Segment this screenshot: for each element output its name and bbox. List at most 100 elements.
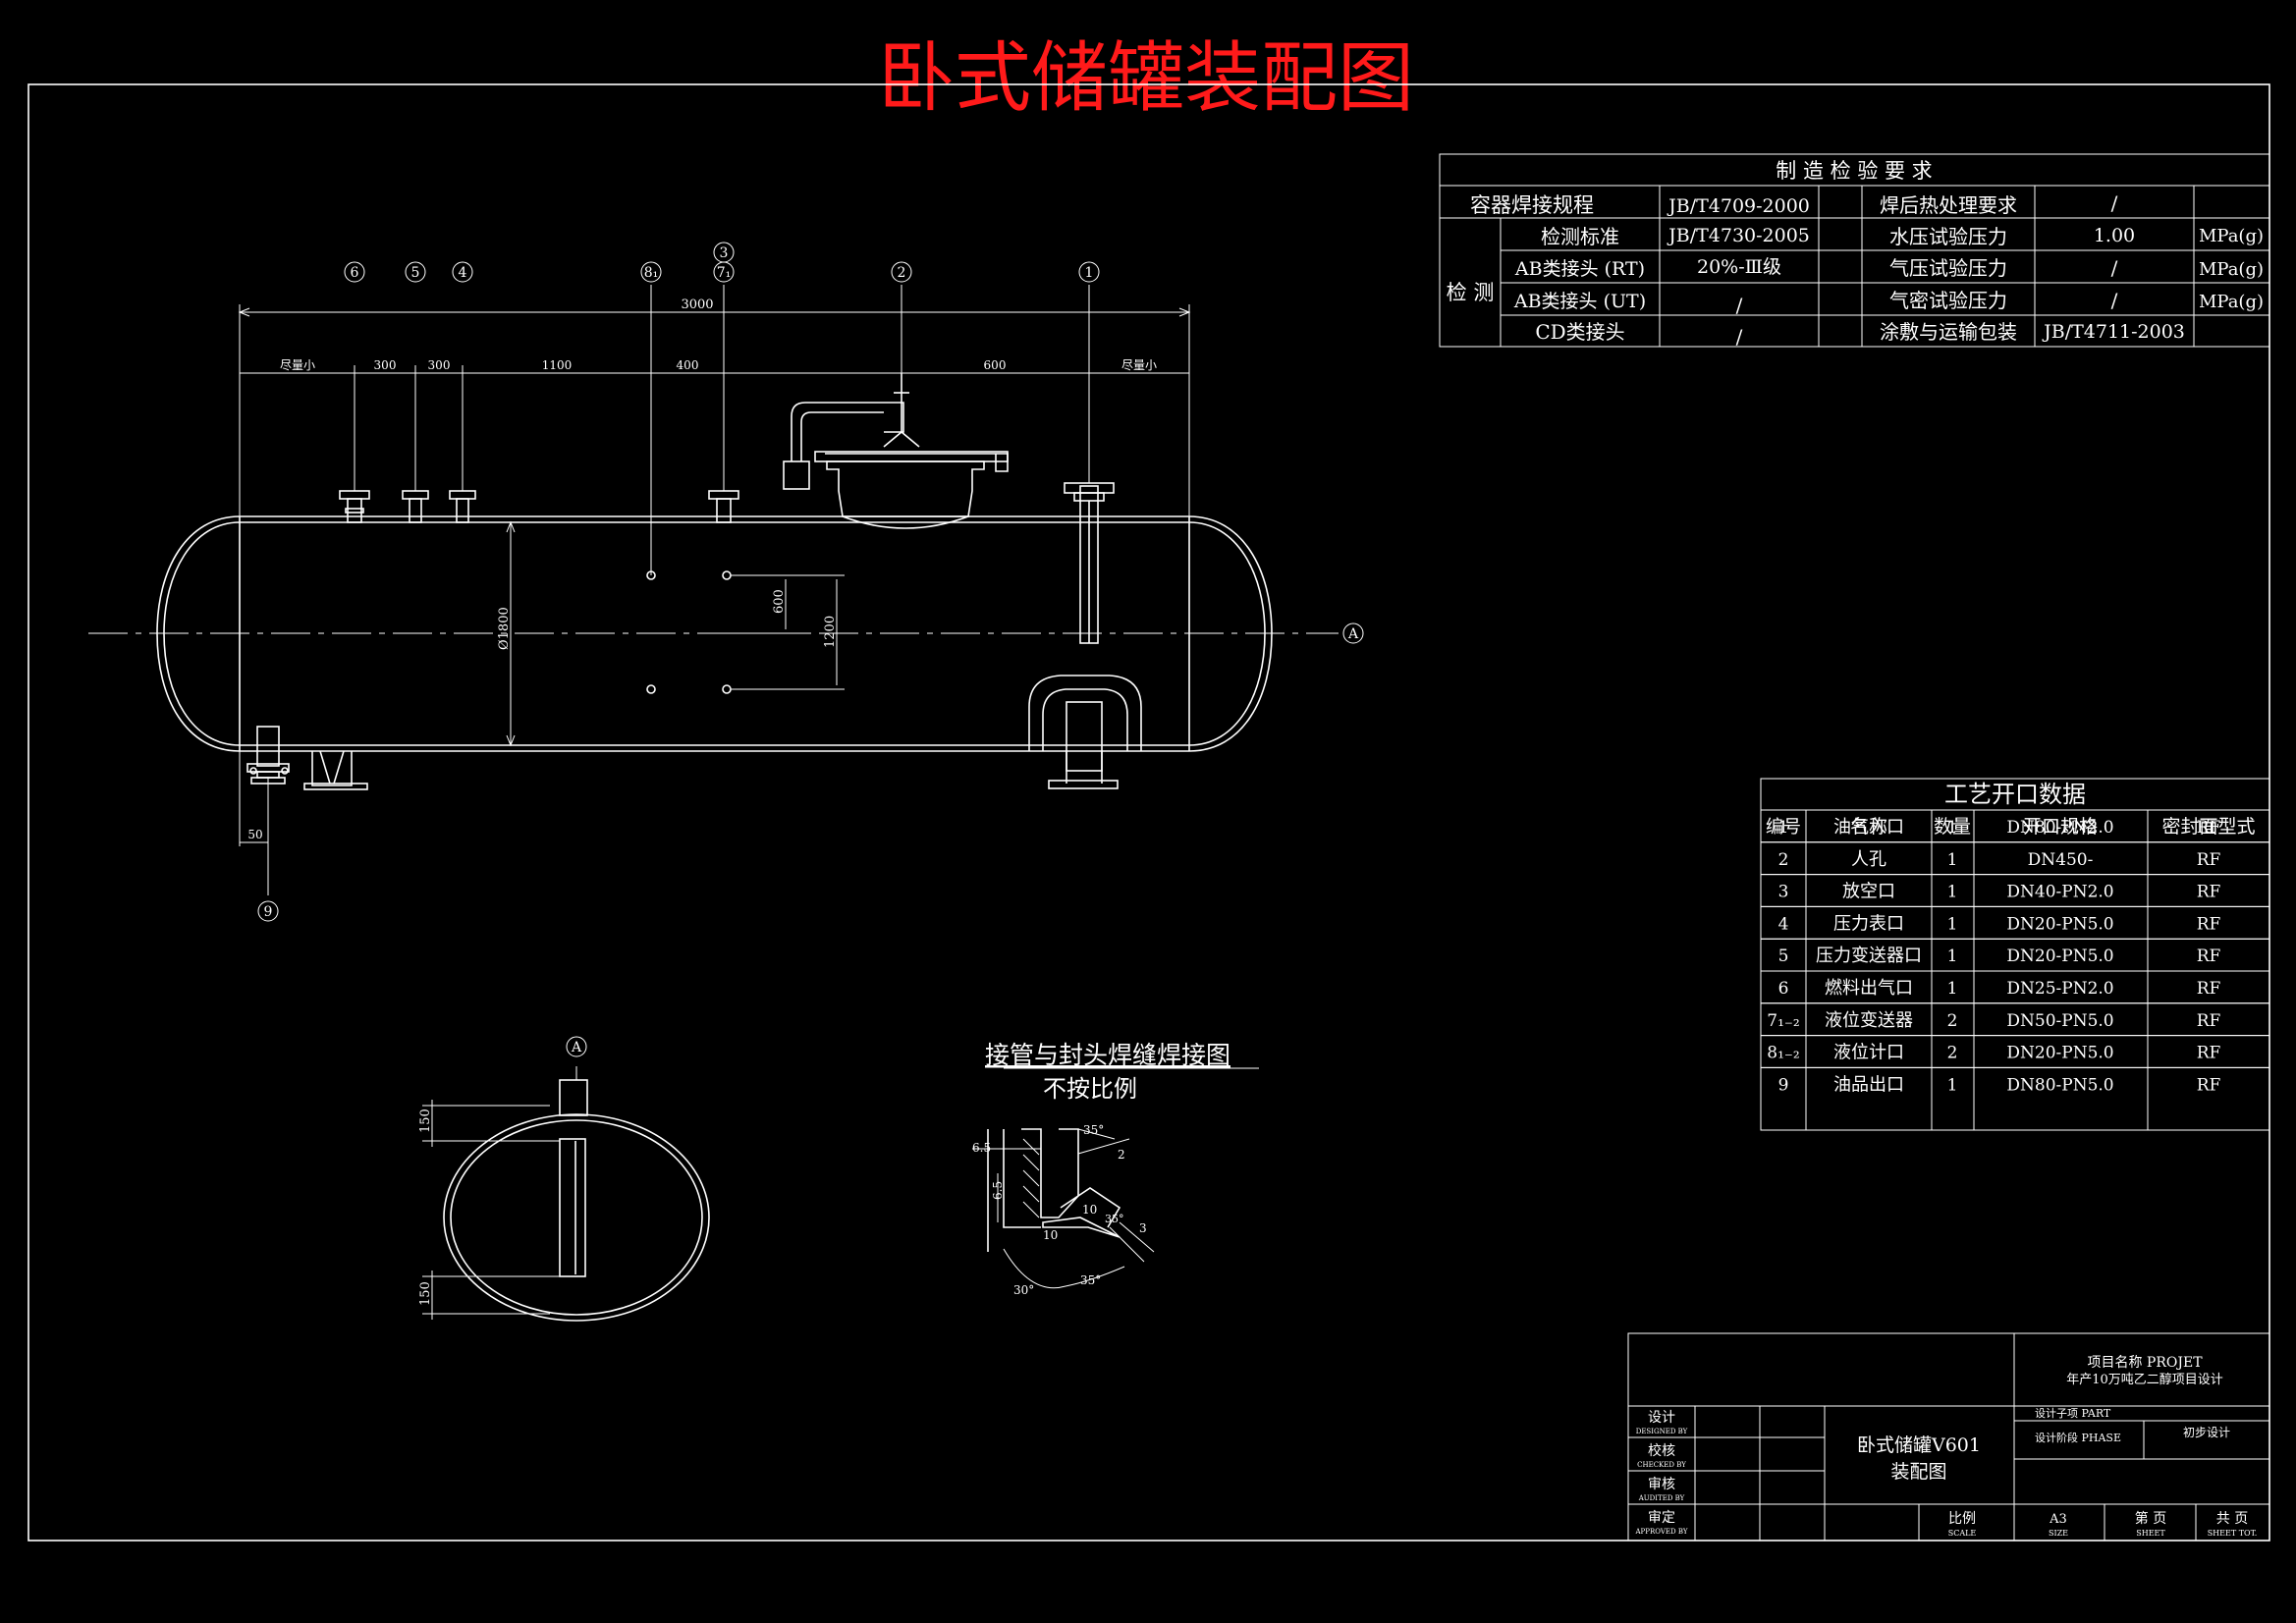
dim-seg-3: 300: [428, 358, 451, 372]
project-label: 项目名称 PROJET: [2087, 1355, 2203, 1371]
row5-value: /: [1736, 325, 1743, 349]
approve-en: APPROVED BY: [1634, 1528, 1687, 1536]
nozzle-cell: 7₁₋₂: [1767, 1011, 1799, 1031]
nozzle-cell: 8₁₋₂: [1767, 1044, 1799, 1063]
nozzle-cell: 1: [1778, 818, 1789, 838]
row3-label2: 气压试验压力: [1889, 256, 2007, 280]
scale-label: 比例: [1948, 1511, 1976, 1527]
row2-value2: 1.00: [2094, 225, 2135, 246]
row3-value: 20%-Ⅲ级: [1697, 256, 1781, 278]
balloon-label-n1: 1: [1085, 265, 1094, 281]
weld-angle-4: 35°: [1105, 1213, 1124, 1225]
row4-value: /: [1736, 294, 1743, 317]
row1-label2: 焊后热处理要求: [1880, 193, 2017, 217]
nozzle-cell: 放空口: [1842, 882, 1895, 902]
nozzle-cell: 3: [1778, 883, 1789, 902]
audit-en: AUDITED BY: [1638, 1494, 1685, 1502]
row3-unit: MPa(g): [2199, 259, 2264, 280]
row4-unit: MPa(g): [2199, 292, 2264, 312]
weld-dim-10b: 10: [1082, 1203, 1097, 1217]
size-value: A3: [2049, 1512, 2067, 1527]
balloon-circle: [452, 261, 473, 283]
balloon-label-A: A: [1347, 626, 1359, 642]
nozzle-cell: 油品出口: [1833, 1074, 1904, 1095]
size-en: SIZE: [2049, 1529, 2068, 1538]
balloon-label-n2: 2: [898, 265, 906, 281]
nozzle-cell: 2: [1947, 1044, 1958, 1063]
row4-label: AB类接头 (UT): [1513, 291, 1646, 312]
nozzle-cell: RF: [2197, 1044, 2221, 1063]
nozzle-cell: 液位变送器: [1825, 1010, 1913, 1031]
weld-dim-3: 3: [1139, 1221, 1147, 1235]
design-label: 设计: [1648, 1410, 1675, 1426]
weld-dim-2: 2: [1118, 1148, 1125, 1162]
nozzle-cell: RF: [2197, 914, 2221, 934]
dim-seg-7: 尽量小: [1121, 358, 1157, 372]
row3-value2: /: [2111, 256, 2118, 280]
nozzle-cell: RF: [2197, 818, 2221, 838]
col-header: 数量: [1934, 816, 1971, 838]
row2-label2: 水压试验压力: [1889, 225, 2007, 248]
row5-label: CD类接头: [1535, 320, 1624, 344]
nozzle-cell: 2: [1778, 850, 1789, 870]
nozzle-cell: 1: [1947, 979, 1958, 999]
balloon-label-n9: 9: [264, 904, 273, 920]
nozzle-cell: DN50-PN5.0: [2006, 1011, 2113, 1031]
weld-title: 接管与封头焊缝焊接图: [985, 1041, 1230, 1069]
total-label: 共 页: [2216, 1511, 2248, 1527]
col-header: 名称: [1850, 816, 1887, 838]
approve-label: 审定: [1648, 1510, 1675, 1526]
design-en: DESIGNED BY: [1636, 1428, 1688, 1435]
nozzle-cell: DN40-PN2.0: [2006, 883, 2113, 902]
balloon-circle: [891, 261, 912, 283]
row5-label2: 涂敷与运输包装: [1880, 320, 2017, 344]
weld-angle-1: 35°: [1083, 1123, 1104, 1137]
dim-overall: 3000: [681, 298, 713, 312]
nozzle-cell: 人孔: [1851, 849, 1886, 870]
dim-600-vertical: 600: [772, 589, 787, 614]
nozzle-cell: RF: [2197, 979, 2221, 999]
row3-label: AB类接头 (RT): [1514, 258, 1645, 280]
weld-dim-65b: 6.5: [991, 1181, 1005, 1200]
nozzle-cell: DN80-PN2.0: [2006, 818, 2113, 838]
dim-seg-2: 300: [374, 358, 397, 372]
nozzle-cell: 压力表口: [1833, 913, 1904, 934]
nozzle-cell: 液位计口: [1833, 1043, 1904, 1063]
dim-50: 50: [247, 828, 262, 841]
scale-en: SCALE: [1948, 1529, 1977, 1538]
row1-label: 容器焊接规程: [1470, 193, 1594, 217]
balloon-circle: [344, 261, 365, 283]
nozzle-cell: 4: [1778, 914, 1789, 934]
nozzle-cell: 9: [1778, 1075, 1789, 1095]
nozzle-cell: 5: [1778, 947, 1789, 966]
balloon-label-n6: 6: [351, 265, 359, 281]
balloon-label-n3: 3: [720, 245, 729, 261]
balloon-circle: [566, 1036, 587, 1057]
group-label: 检 测: [1447, 281, 1495, 304]
nozzle-cell: RF: [2197, 1075, 2221, 1095]
balloon-circle: [1342, 622, 1364, 644]
nozzle-cell: 1: [1947, 850, 1958, 870]
inspection-heading: 制 造 检 验 要 求: [1776, 159, 1932, 183]
dim-seg-6: 600: [984, 358, 1007, 372]
nozzle-cell: DN20-PN5.0: [2006, 1044, 2113, 1063]
balloon-label-n8: 8₁: [644, 265, 659, 281]
weld-dim-65a: 6.5: [972, 1141, 991, 1155]
project-name: 年产10万吨乙二醇项目设计: [2066, 1372, 2223, 1387]
row2-value: JB/T4730-2005: [1667, 225, 1810, 246]
dim-1200-vertical: 1200: [823, 616, 838, 648]
part-label: 设计子项 PART: [2035, 1407, 2111, 1420]
drawing-name-1: 卧式储罐V601: [1857, 1434, 1981, 1456]
balloon-label-n4: 4: [459, 265, 467, 281]
nozzle-cell: 燃料出气口: [1825, 978, 1913, 999]
nozzle-cell: DN20-PN5.0: [2006, 914, 2113, 934]
nozzle-cell: 2: [1947, 1011, 1958, 1031]
row2-unit: MPa(g): [2199, 226, 2264, 246]
nozzle-cell: RF: [2197, 1011, 2221, 1031]
nozzle-cell: DN25-PN2.0: [2006, 979, 2113, 999]
dim-diameter: Ø1800: [497, 607, 512, 650]
row5-value2: JB/T4711-2003: [2042, 321, 2185, 343]
weld-angle-2: 30°: [1013, 1283, 1034, 1297]
dim-seg-1: 尽量小: [280, 358, 315, 372]
